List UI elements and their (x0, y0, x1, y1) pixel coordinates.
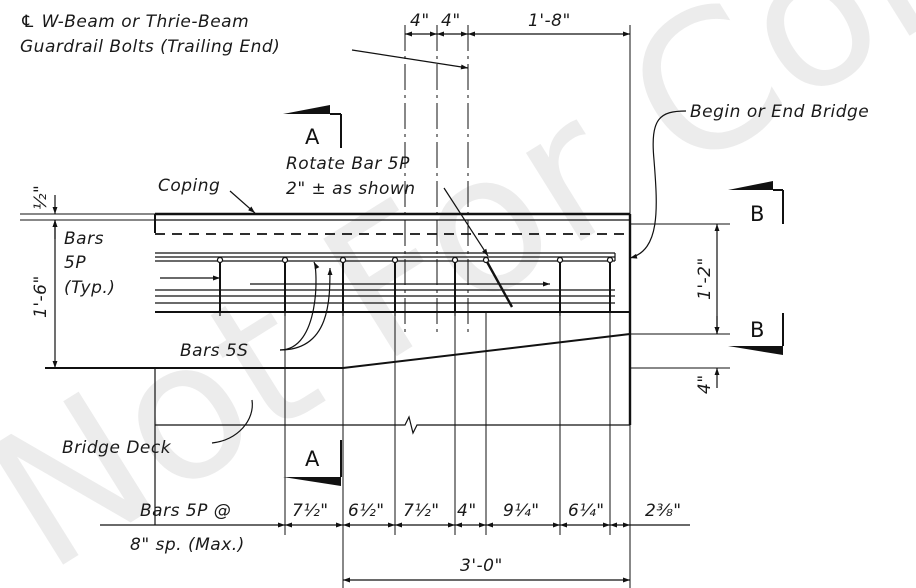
dim-overall-3-0: 3'-0" (460, 556, 503, 576)
leaders (160, 49, 687, 444)
dim-bottom-7: 2⅜" (645, 501, 682, 521)
section-mark-a-bottom: A (283, 440, 342, 486)
dim-bottom-3: 7½" (403, 501, 440, 521)
dim-top-4a: 4" (410, 11, 430, 31)
spacing-label-line1: Bars 5P @ (140, 501, 231, 521)
dim-bottom-5: 9¼" (503, 501, 540, 521)
section-mark-b-bottom: B (728, 313, 784, 355)
stirrup-ends (216, 256, 614, 264)
dim-1-2: 1'-2" (695, 257, 715, 300)
bolts-label-line2: Guardrail Bolts (Trailing End) (20, 37, 280, 57)
bridge-deck-label: Bridge Deck (62, 438, 172, 458)
bars-5p-label-line2: 5P (64, 253, 86, 273)
dim-bottom-4: 4" (457, 501, 477, 521)
begin-end-bridge-label: Begin or End Bridge (690, 102, 869, 122)
bars-5p-label-line1: Bars (64, 229, 104, 249)
section-a-top-label: A (305, 125, 320, 149)
dim-bottom-6: 6¼" (568, 501, 605, 521)
section-mark-a-top: A (283, 105, 342, 149)
dim-top-4b: 4" (441, 11, 461, 31)
bars-5s-label: Bars 5S (180, 341, 248, 361)
centerlines (404, 25, 469, 335)
rotate-bar-label-line2: 2" ± as shown (286, 179, 416, 199)
section-b-bottom-label: B (750, 318, 764, 342)
coping-label: Coping (158, 176, 220, 196)
bars-5p-label-line3: (Typ.) (64, 278, 115, 298)
rotate-bar-label-line1: Rotate Bar 5P (286, 154, 410, 174)
dim-1-6: 1'-6" (31, 275, 51, 318)
dim-bottom-2: 6½" (348, 501, 385, 521)
section-mark-b-top: B (728, 181, 784, 226)
dim-4-right: 4" (695, 374, 715, 394)
dim-bottom-1: 7½" (292, 501, 329, 521)
bolts-label-line1: ℄ W-Beam or Thrie-Beam (20, 12, 249, 32)
dim-half: ½" (31, 185, 51, 210)
section-b-top-label: B (750, 202, 764, 226)
extension-lines (20, 25, 730, 588)
break-line (155, 415, 630, 435)
dim-top-1-8: 1'-8" (528, 11, 571, 31)
bottom-dimensions (100, 522, 690, 583)
spacing-label-line2: 8" sp. (Max.) (130, 535, 245, 555)
section-a-bottom-label: A (305, 447, 320, 471)
